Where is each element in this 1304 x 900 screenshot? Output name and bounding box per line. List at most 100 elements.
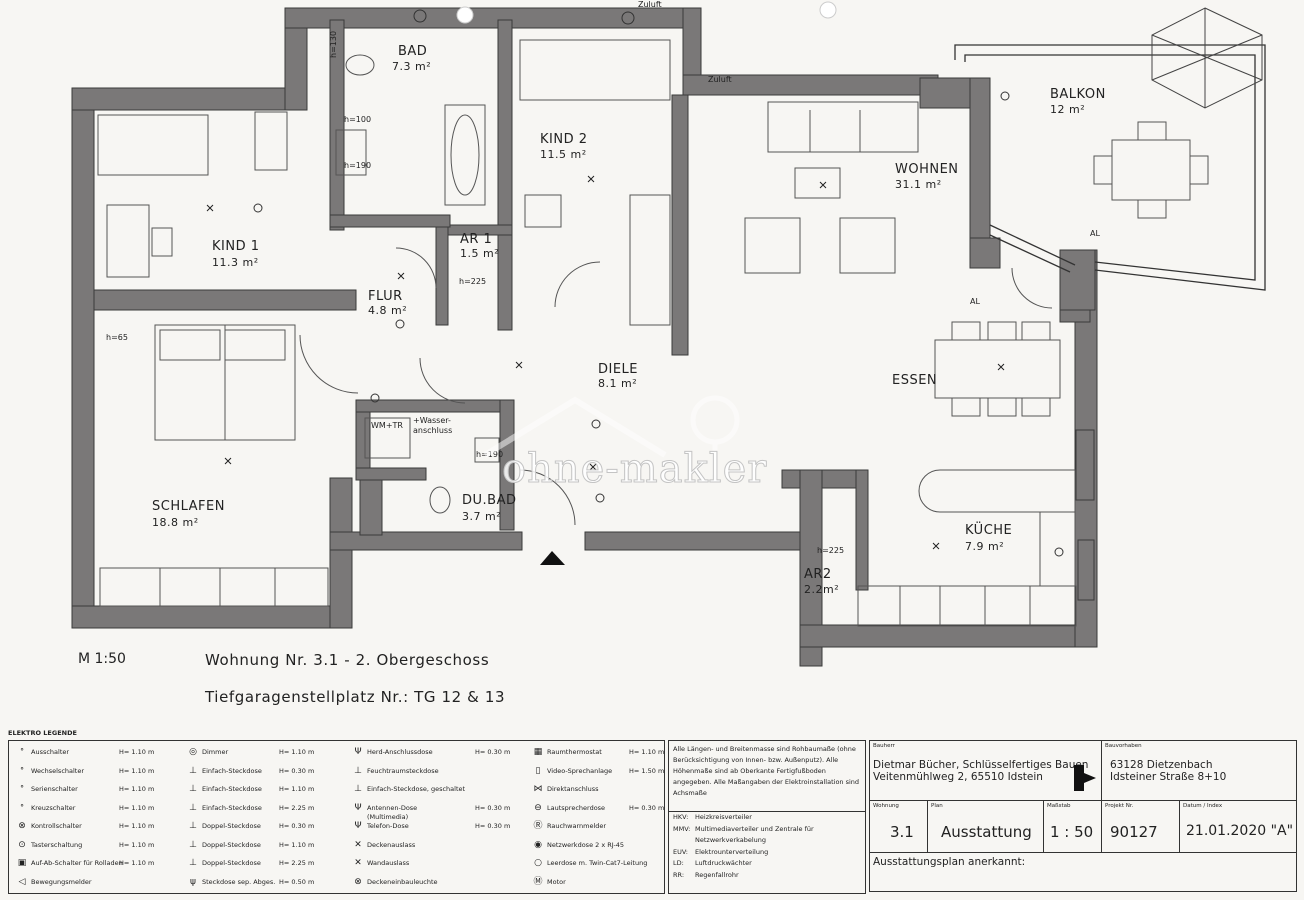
legend-height: H= 0.30 m xyxy=(475,748,511,756)
room-schlafen-area: 18.8 m² xyxy=(152,516,199,529)
legend-label: Deckeneinbauleuchte xyxy=(367,877,438,886)
legend-height: H= 0.30 m xyxy=(629,803,665,812)
label-al2: AL xyxy=(970,297,980,306)
datum-label: Datum / Index xyxy=(1183,803,1223,809)
room-kind1-area: 11.3 m² xyxy=(212,256,259,269)
legend-item: ▯Video-Sprechanlage xyxy=(529,764,613,778)
legend-symbol-icon: ○ xyxy=(534,858,542,868)
label-zuluft2: Zuluft xyxy=(708,75,732,84)
room-labels: BAD 7.3 m² KIND 2 11.5 m² KIND 1 11.3 m²… xyxy=(152,44,1105,596)
legend-label: Raumthermostat xyxy=(547,748,602,756)
label-wasser: +Wasser- xyxy=(413,416,451,425)
entrance-arrow xyxy=(540,551,565,565)
legend-height: H= 1.10 m xyxy=(279,785,315,793)
legend-item: ⊗ Deckeneinbauleuchte xyxy=(349,875,438,889)
room-bad-area: 7.3 m² xyxy=(392,60,431,73)
legend-symbol-icon: ⊥ xyxy=(189,858,197,868)
label-h225b: h=225 xyxy=(817,546,844,555)
legend-symbol-icon: ⊥ xyxy=(189,784,197,794)
legend-height: H= 2.25 m xyxy=(279,803,315,812)
abbreviation-key: HKV: xyxy=(673,813,689,821)
wohnung-label: Wohnung xyxy=(873,803,899,809)
plan-cell: Plan Ausstattung xyxy=(928,801,1044,853)
legend-symbol-icon: Ψ xyxy=(354,821,362,831)
legend-title: ELEKTRO LEGENDE xyxy=(8,729,77,737)
floor-plan: BAD 7.3 m² KIND 2 11.5 m² KIND 1 11.3 m²… xyxy=(71,0,1266,667)
room-balkon-area: 12 m² xyxy=(1050,103,1085,116)
legend-label: Lautsprecherdose xyxy=(547,803,606,812)
legend-height: H= 1.10 m xyxy=(119,748,155,756)
room-wohnen-area: 31.1 m² xyxy=(895,178,942,191)
legend-symbol-icon: ⊥ xyxy=(189,802,197,813)
legend-height: H= 1.10 m xyxy=(119,766,155,775)
legend-item: ⊥Einfach-Steckdose xyxy=(184,764,262,778)
bauherr-name: Dietmar Bücher, Schlüsselfertiges Bauen xyxy=(873,759,1089,771)
legend-item: ✕Wandauslass xyxy=(349,856,409,870)
legend-symbol-icon: ⊖ xyxy=(534,802,542,813)
room-dubad-area: 3.7 m² xyxy=(462,510,501,523)
walls xyxy=(71,7,1098,667)
legend-height: H= 1.10 m xyxy=(119,822,155,830)
legend-height: H= 1.10 m xyxy=(119,803,155,812)
datum-cell: Datum / Index 21.01.2020 "A" xyxy=(1180,801,1296,853)
room-kueche: KÜCHE xyxy=(965,521,1012,538)
legend-label: Motor xyxy=(547,877,566,886)
legend-item: ○Leerdose m. Twin-Cat7-Leitung xyxy=(529,856,647,870)
legend-symbol-icon: ▯ xyxy=(535,765,541,776)
legend-symbol-icon: ⊥ xyxy=(354,765,362,776)
legend-item: ⊙Tasterschaltung xyxy=(13,838,82,852)
legend-item: Ⓡ Rauchwarnmelder xyxy=(529,819,606,833)
abbreviation-row: LD: Luftdruckwächter xyxy=(669,858,865,870)
projekt-label: Projekt Nr. xyxy=(1105,803,1134,809)
legend-height: H= 0.30 m xyxy=(475,803,511,812)
legend-symbol-icon: ⊥ xyxy=(189,821,197,831)
legend-height: H= 1.10 m xyxy=(119,859,155,867)
legend-label: Bewegungsmelder xyxy=(31,877,92,886)
watermark-house-logo xyxy=(483,395,740,475)
legend-height: H= 1.50 m xyxy=(629,766,665,775)
abbreviation-value: Luftdruckwächter xyxy=(695,859,752,867)
legend-symbol-icon: ⊙ xyxy=(18,839,26,850)
abbreviation-row: RR:Regenfallrohr xyxy=(669,870,865,882)
ceiling-outlets xyxy=(206,175,1005,550)
legend-symbol-icon: Ⓡ xyxy=(533,821,543,831)
acceptance-label: Ausstattungsplan anerkannt: xyxy=(873,856,1026,868)
abbreviation-row: HKV: Heizkreisverteiler xyxy=(669,812,865,824)
legend-label: Wechselschalter xyxy=(31,766,85,775)
parking-info: Tiefgaragenstellplatz Nr.: TG 12 & 13 xyxy=(205,688,506,706)
legend-height: H= 0.30 m xyxy=(279,822,315,830)
label-h190: h=190 xyxy=(344,161,371,170)
legend-label: Herd-Anschlussdose xyxy=(367,748,433,756)
legend-symbol-icon: ⊗ xyxy=(18,821,26,831)
vorhaben-address: Idsteiner Straße 8+10 xyxy=(1110,771,1227,783)
legend-label: Rauchwarnmelder xyxy=(547,822,607,830)
room-kind2: KIND 2 xyxy=(540,132,588,147)
label-zuluft: Zuluft xyxy=(638,0,662,9)
label-wm-tr: WM+TR xyxy=(371,421,403,430)
legend-symbol-icon: ᐤ xyxy=(20,747,24,757)
legend-height: H= 0.30 m xyxy=(279,766,315,775)
legend-label: Einfach-Steckdose xyxy=(202,785,262,793)
legend-symbol-icon: ⊗ xyxy=(354,876,362,887)
parasol-symbol xyxy=(1151,7,1263,109)
legend-item: ◎Dimmer xyxy=(184,745,228,759)
legend-label: Netzwerkdose 2 x RJ-45 xyxy=(547,840,625,849)
legend-height: H= 1.10 m xyxy=(119,840,155,849)
legend-symbol-icon: Ⓜ xyxy=(533,876,543,887)
legend-item: ⊥Doppel-Steckdose xyxy=(184,838,261,852)
plan-value: Ausstattung xyxy=(941,823,1032,841)
massstab-label: Maßstab xyxy=(1047,803,1071,809)
room-bad: BAD xyxy=(398,44,427,59)
abbreviation-value: Heizkreisverteiler xyxy=(695,813,752,821)
legend-label: Wandauslass xyxy=(367,859,410,867)
notes-panel: Alle Längen- und Breitenmasse sind Rohba… xyxy=(668,740,866,894)
legend-symbol-icon: ⋈ xyxy=(533,784,543,794)
room-flur: FLUR xyxy=(368,289,403,304)
bauherr-address: Veitenmühlweg 2, 65510 Idstein xyxy=(873,771,1043,783)
abbreviation-key: LD: xyxy=(673,859,684,867)
legend-height: H= 1.10 m xyxy=(279,840,315,849)
